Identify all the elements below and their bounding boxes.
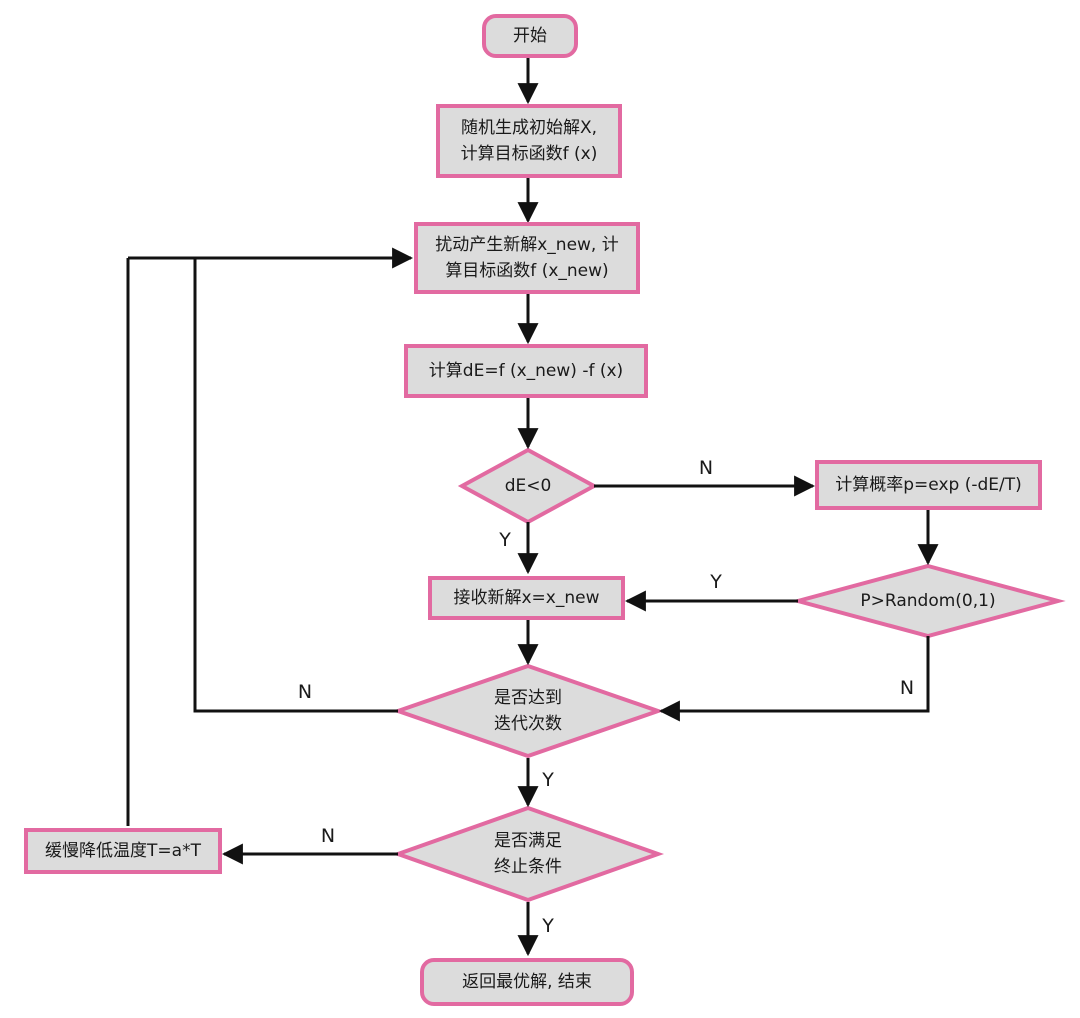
arrow-prob-no	[658, 636, 930, 722]
start-node-label: 开始	[513, 25, 547, 46]
calc-de-node: 计算dE=f (x_new) -f (x)	[404, 344, 648, 398]
cool-node-label: 缓慢降低温度T=a*T	[45, 840, 201, 861]
start-node: 开始	[482, 14, 578, 58]
accept-node: 接收新解x=x_new	[428, 576, 625, 620]
perturb-node: 扰动产生新解x_new, 计 算目标函数f (x_new)	[414, 222, 640, 294]
init-node-label: 随机生成初始解X, 计算目标函数f (x)	[460, 117, 598, 164]
edge-label-iter-no: N	[297, 681, 313, 703]
arrow-iter-no	[193, 258, 398, 713]
term-check-label: 是否满足 终止条件	[494, 830, 562, 877]
accept-node-label: 接收新解x=x_new	[453, 587, 600, 608]
calc-prob-node: 计算概率p=exp (-dE/T)	[815, 460, 1042, 510]
edge-label-prob-no: N	[899, 677, 915, 699]
edge-label-de-no: N	[698, 457, 714, 479]
decision-term-shape	[392, 805, 664, 903]
end-node-label: 返回最优解, 结束	[462, 971, 592, 992]
de-check-label: dE<0	[504, 475, 552, 496]
calc-prob-node-label: 计算概率p=exp (-dE/T)	[835, 474, 1022, 495]
edge-label-de-yes: Y	[499, 529, 511, 551]
cool-node: 缓慢降低温度T=a*T	[24, 828, 222, 874]
end-node: 返回最优解, 结束	[420, 958, 634, 1006]
edge-label-term-no: N	[320, 825, 336, 847]
edge-label-prob-yes: Y	[710, 571, 722, 593]
decision-iter-shape	[391, 663, 665, 759]
edge-label-iter-yes: Y	[542, 769, 554, 791]
prob-check-label: P>Random(0,1)	[860, 590, 996, 611]
calc-de-node-label: 计算dE=f (x_new) -f (x)	[428, 360, 624, 381]
edge-label-term-yes: Y	[542, 915, 554, 937]
iter-check-label: 是否达到 迭代次数	[494, 687, 562, 734]
perturb-node-label: 扰动产生新解x_new, 计 算目标函数f (x_new)	[435, 234, 619, 281]
init-node: 随机生成初始解X, 计算目标函数f (x)	[436, 104, 622, 178]
